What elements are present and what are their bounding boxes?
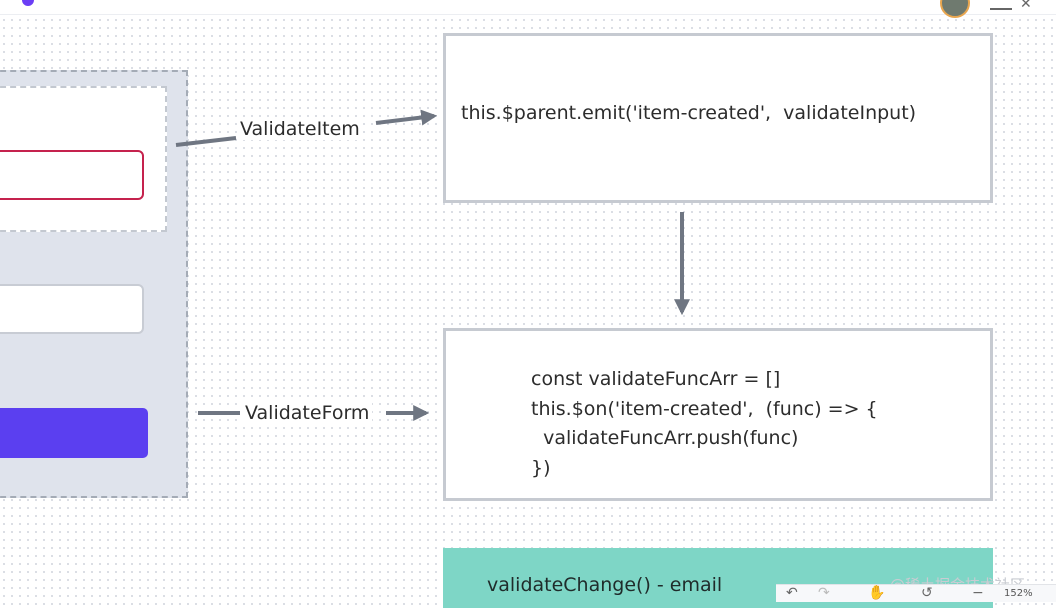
undo-icon[interactable]: ↶ — [786, 585, 798, 601]
menu-icon[interactable] — [990, 2, 1012, 10]
zoom-level[interactable]: 152% — [1004, 588, 1033, 599]
logo-icon — [22, 0, 34, 6]
avatar[interactable] — [940, 0, 970, 18]
arrow-validate-item-out — [375, 109, 438, 126]
validate-change-code: validateChange() - email — [487, 574, 723, 596]
emit-code-box: this.$parent.emit('item-created', valida… — [443, 33, 993, 203]
on-code-line: }) — [531, 456, 551, 479]
password-input[interactable] — [0, 284, 144, 334]
on-code-box: const validateFuncArr = [] this.$on('ite… — [443, 328, 993, 501]
on-code-line: const validateFuncArr = [] — [531, 368, 781, 390]
canvas-toolbar: ↶ ↷ ✋ ↺ − 152% — [776, 584, 1056, 602]
history-icon[interactable]: ↺ — [921, 585, 933, 601]
hand-icon[interactable]: ✋ — [868, 585, 886, 601]
on-code-line: this.$on('item-created', (func) => { — [531, 397, 878, 420]
app-header — [0, 0, 1056, 15]
on-code-line: validateFuncArr.push(func) — [531, 427, 799, 449]
zoom-out-icon[interactable]: − — [972, 585, 984, 601]
validate-item-label: ValidateItem — [237, 118, 363, 140]
close-icon[interactable]: ✕ — [1020, 0, 1032, 12]
validate-form-label: ValidateForm — [242, 402, 373, 424]
email-input-error[interactable] — [0, 150, 144, 200]
redo-icon[interactable]: ↷ — [818, 585, 830, 601]
submit-button[interactable] — [0, 408, 148, 458]
emit-code-line: this.$parent.emit('item-created', valida… — [461, 102, 917, 124]
